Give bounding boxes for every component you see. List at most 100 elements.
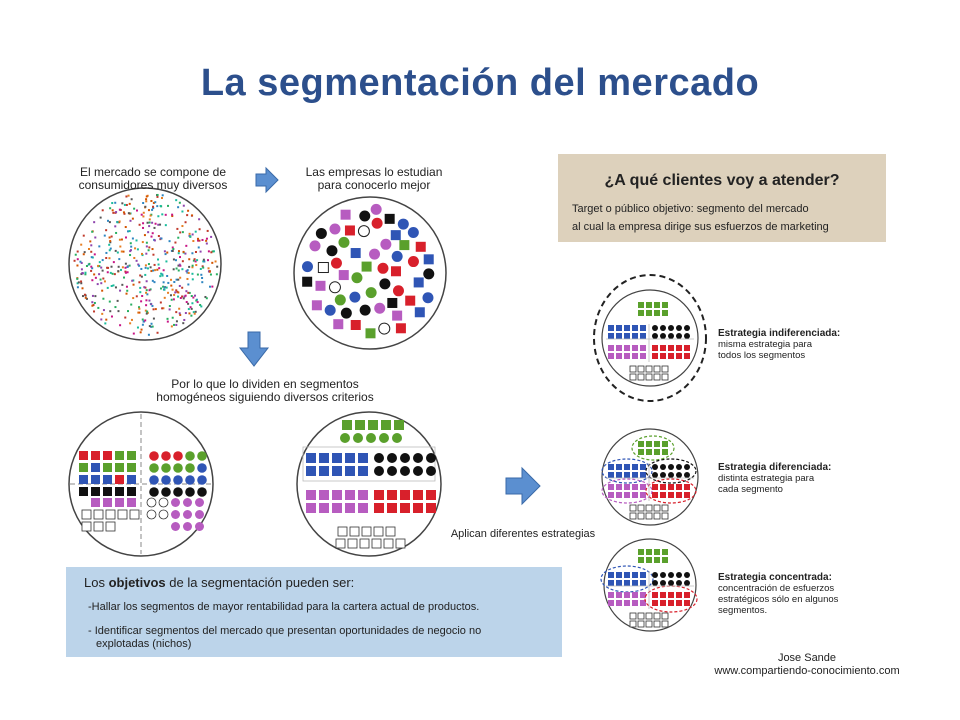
shape-circle (330, 257, 342, 269)
shape-square (350, 319, 361, 330)
segment-circle (149, 487, 159, 497)
strategy-undifferentiated-name: Estrategia indiferenciada: (718, 328, 841, 339)
segment-square (661, 620, 669, 628)
segment-square (629, 512, 637, 520)
segment-circle (668, 325, 674, 331)
segment-square (347, 538, 358, 549)
segment-square (345, 503, 355, 513)
segment-square (662, 449, 668, 455)
shape-circle (422, 292, 434, 304)
segment-circle (197, 451, 207, 461)
segment-square (653, 512, 661, 520)
segment-circle (652, 572, 658, 578)
shape-square (315, 280, 326, 291)
segment-square (632, 484, 638, 490)
shape-square (350, 248, 361, 259)
segment-square (624, 572, 630, 578)
segment-circle (374, 453, 384, 463)
segment-square (632, 353, 638, 359)
segment-circle (197, 463, 207, 473)
segment-circle (400, 466, 410, 476)
shape-circle (380, 238, 392, 250)
shape-circle (324, 304, 336, 316)
segment-square (608, 600, 614, 606)
shape-square (415, 241, 426, 252)
strategy-concentrated-desc3: segmentos. (718, 605, 768, 616)
shape-square (384, 213, 395, 224)
shape-square (365, 328, 376, 339)
segment-square (637, 373, 645, 381)
segment-square (662, 310, 668, 316)
segment-circle (171, 522, 180, 531)
shape-square (395, 323, 406, 334)
shape-circle (392, 285, 404, 297)
segment-square (127, 463, 136, 472)
segment-square (608, 353, 614, 359)
segment-square (319, 466, 329, 476)
segment-square (645, 512, 653, 520)
segment-square (616, 572, 622, 578)
shape-square (311, 300, 322, 311)
shape-circle (397, 218, 409, 230)
segment-square (638, 557, 644, 563)
shape-circle (315, 227, 327, 239)
segment-square (660, 353, 666, 359)
segment-square (668, 345, 674, 351)
segment-circle (684, 472, 690, 478)
segment-square (629, 365, 637, 373)
segment-square (115, 463, 124, 472)
segment-square (645, 504, 653, 512)
segment-square (624, 464, 630, 470)
strategy-concentrated-diagram (600, 538, 698, 632)
segment-circle (660, 472, 666, 478)
segment-square (684, 592, 690, 598)
strategy-concentrated-desc1: concentración de esfuerzos (718, 583, 835, 594)
segment-circle (173, 487, 183, 497)
segment-square (359, 538, 370, 549)
segment-square (616, 472, 622, 478)
segment-square (81, 521, 92, 532)
segment-circle (171, 498, 180, 507)
segment-square (616, 492, 622, 498)
strategy-focus-ellipse (601, 458, 653, 484)
segment-square (662, 557, 668, 563)
segment-square (608, 484, 614, 490)
segment-square (684, 492, 690, 498)
step1-caption: El mercado se compone de consumidores mu… (58, 166, 248, 192)
segment-square (93, 509, 104, 520)
segment-circle (387, 466, 397, 476)
segment-circle (668, 464, 674, 470)
segment-square (629, 373, 637, 381)
shape-square (317, 262, 329, 274)
segment-square (91, 487, 100, 496)
segment-square (684, 484, 690, 490)
segment-circle (158, 497, 169, 508)
segment-circle (660, 464, 666, 470)
segment-square (103, 463, 112, 472)
shape-circle (359, 210, 371, 222)
shape-circle (407, 256, 419, 268)
segment-square (624, 325, 630, 331)
shape-square (392, 310, 403, 321)
segment-square (652, 492, 658, 498)
segment-square (103, 451, 112, 460)
segment-circle (374, 466, 384, 476)
segment-square (608, 333, 614, 339)
segment-square (319, 490, 329, 500)
strategy-focus-ellipse (601, 478, 653, 504)
segment-square (684, 353, 690, 359)
segment-square (632, 600, 638, 606)
segment-square (345, 490, 355, 500)
segment-square (640, 333, 646, 339)
segment-square (127, 451, 136, 460)
segment-square (608, 325, 614, 331)
strategy-differentiated-desc2: cada segmento (718, 484, 783, 495)
segment-square (381, 420, 391, 430)
target-question-title: ¿A qué clientes voy a atender? (604, 172, 840, 189)
objective-item-1: -Hallar los segmentos de mayor rentabili… (88, 601, 480, 613)
segment-circle (183, 498, 192, 507)
segment-circle (413, 466, 423, 476)
shape-square (340, 209, 351, 220)
segment-square (306, 466, 316, 476)
segment-square (653, 620, 661, 628)
